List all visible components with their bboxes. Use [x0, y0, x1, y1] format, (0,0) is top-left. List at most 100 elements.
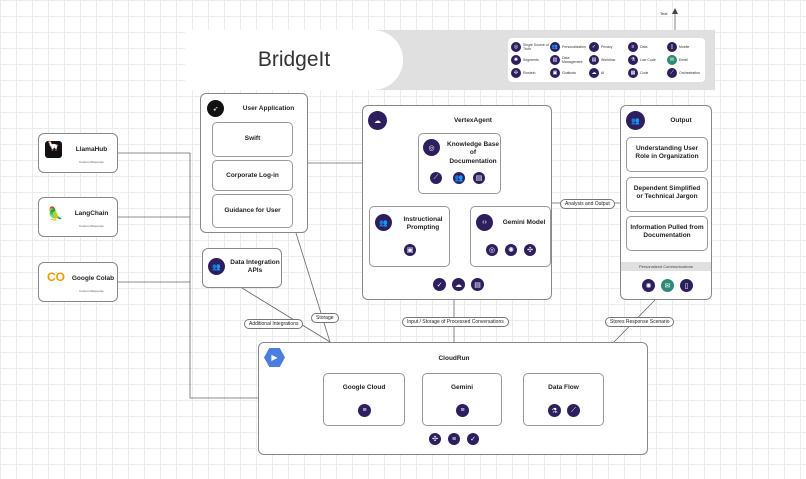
output-item[interactable]: Understanding User Role in Organization	[626, 137, 708, 172]
item-label: Gemini	[450, 384, 474, 391]
legend-label: Workflow	[601, 57, 616, 62]
google-cloud-box[interactable]: Google Cloud≡	[323, 373, 405, 426]
legend-item: ✓Privacy	[589, 40, 627, 53]
legend: ◎Single Source of Truth👥Personalization✓…	[508, 38, 705, 82]
network-icon: ✣	[429, 433, 441, 445]
segments-icon: ✺	[642, 279, 655, 292]
legend-label: Einstein	[523, 70, 536, 75]
code-icon: ▦	[628, 67, 638, 78]
output[interactable]: 👥 Output Understanding User Role in Orga…	[620, 105, 712, 300]
shield-icon: ✓	[589, 41, 599, 52]
output-item[interactable]: Information Pulled from Documentation	[626, 216, 708, 251]
legend-label: AI	[601, 70, 605, 75]
low-code-icon: ⚗	[548, 404, 561, 417]
text-label: Text	[660, 11, 668, 16]
knowledge-base[interactable]: ◎ Knowledge Base of Documentation ⟋ 👥 ▤	[418, 133, 501, 194]
legend-label: Code	[640, 70, 649, 75]
legend-item: ☁AI	[589, 66, 627, 79]
legend-item: ▥Data Management	[550, 53, 588, 66]
cloudrun-title: CloudRun	[438, 355, 470, 362]
title-pill: BridgeIt	[185, 30, 403, 90]
legend-label: Orchestration	[679, 70, 701, 75]
data-management-icon: ▥	[550, 54, 560, 65]
page-title: BridgeIt	[257, 48, 331, 71]
cloud-icon: ☁	[452, 278, 465, 291]
segments-icon: ✺	[505, 244, 517, 256]
legend-label: Low Code	[640, 57, 656, 62]
code-icon: ‹›	[476, 214, 493, 231]
legend-item: ▤Workflow	[589, 53, 627, 66]
email-icon: ✉	[661, 279, 674, 292]
swift-icon: ➶	[207, 100, 224, 117]
legend-item: 👥Personalization	[550, 40, 588, 53]
legend-label: Personalization	[562, 44, 586, 49]
source-langchain[interactable]: 🦜 LangChain Custom Response	[38, 197, 118, 237]
colab-logo-icon: CO	[47, 270, 65, 284]
legend-item: ✺Segments	[511, 53, 549, 66]
legend-item: ⚗Low Code	[628, 53, 666, 66]
shield-icon: ✓	[433, 278, 446, 291]
data-flow-box[interactable]: Data Flow ⚗ ⟋	[523, 373, 604, 426]
item-label: Understanding User Role in Organization	[635, 145, 699, 161]
legend-label: Privacy	[601, 44, 613, 49]
cloudrun-icon: ▶	[264, 348, 285, 367]
orchestration-icon: ⟋	[667, 67, 677, 78]
vertex-title: VertexAgent	[454, 117, 492, 124]
legend-item: ≡Data	[628, 40, 666, 53]
legend-label: Single Source of Truth	[523, 42, 549, 51]
legend-label: Chatbots	[562, 70, 577, 75]
legend-item: ⟋Orchestration	[667, 66, 705, 79]
mobile-icon: ▯	[667, 41, 677, 52]
gemini-model[interactable]: ‹› Gemini Model ◎ ✺ ✣	[470, 206, 551, 267]
network-icon: ✣	[524, 244, 536, 256]
legend-label: Mobile	[679, 44, 690, 49]
people-icon: 👥	[550, 41, 560, 52]
item-label: Data Flow	[548, 384, 579, 391]
legend-label: Email	[679, 57, 688, 62]
personalized-band: Personalized Communications	[621, 262, 711, 271]
legend-item: ▦Code	[628, 66, 666, 79]
user-circle-icon: ◎	[486, 244, 498, 256]
gemini-title: Gemini Model	[502, 219, 546, 226]
workflow-icon: ▤	[473, 172, 485, 184]
source-llamahub[interactable]: 🦙 LlamaHub Custom Response	[38, 133, 118, 173]
edge-label-analysis: Analysis and Output	[560, 199, 615, 209]
people-icon: 👥	[375, 214, 392, 231]
edge-label-storage: Storage	[311, 313, 339, 323]
data-integration-apis[interactable]: 👥 Data Integration APIs	[202, 248, 282, 288]
people-icon: 👥	[626, 111, 645, 130]
source-google-colab[interactable]: CO Google Colab Custom Response	[38, 262, 118, 302]
vertex-agent[interactable]: ☁ VertexAgent ◎ Knowledge Base of Docume…	[362, 105, 552, 300]
edge-label-stores: Stores Response Scenario	[605, 317, 675, 327]
legend-label: Data	[640, 44, 648, 49]
legend-label: Segments	[523, 57, 539, 62]
swift-box[interactable]: Swift	[212, 122, 293, 157]
cloudrun[interactable]: ▶ CloudRun Google Cloud≡ Gemini ≡ Data Fl…	[258, 342, 648, 455]
parrot-logo-icon: 🦜	[47, 206, 64, 221]
user-application[interactable]: ➶ User Application Swift Corporate Log-i…	[200, 93, 308, 233]
workflow-icon: ▤	[471, 278, 484, 291]
output-title: Output	[670, 117, 692, 124]
chatbot-icon: ▣	[404, 244, 416, 256]
user-circle-icon: ◎	[423, 139, 440, 156]
email-icon: ✉	[667, 54, 677, 65]
orchestration-icon: ⟋	[567, 404, 580, 417]
shield-icon: ✓	[467, 433, 479, 445]
item-label: Swift	[244, 135, 261, 142]
database-icon: ≡	[358, 404, 371, 417]
guidance-box[interactable]: Guidance for User	[212, 194, 293, 228]
gemini-box[interactable]: Gemini ≡	[422, 373, 502, 426]
target-icon: ◎	[511, 41, 521, 52]
database-icon: ≡	[448, 433, 460, 445]
database-icon: ≡	[456, 404, 469, 417]
instructional-prompting[interactable]: 👥 Instructional Prompting ▣	[369, 206, 450, 267]
people-icon: 👥	[453, 172, 465, 184]
legend-item: ◎Single Source of Truth	[511, 40, 549, 53]
mobile-icon: ▯	[680, 279, 693, 292]
legend-item: ▯Mobile	[667, 40, 705, 53]
instr-title: Instructional Prompting	[403, 216, 443, 232]
legend-item: ▣Chatbots	[550, 66, 588, 79]
output-item[interactable]: Dependent Simplified or Technical Jargon	[626, 177, 708, 212]
corporate-login-box[interactable]: Corporate Log-in	[212, 160, 293, 191]
low-code-icon: ⚗	[628, 54, 638, 65]
